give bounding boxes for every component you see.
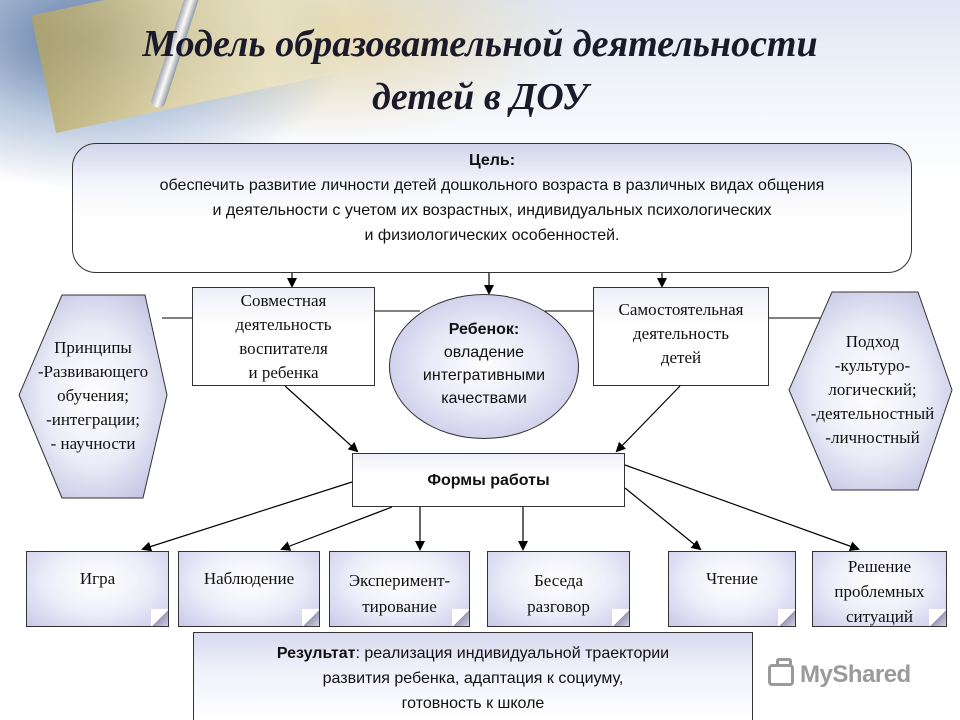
arrow-joint-to-forms [284, 385, 359, 453]
slide-title-line-1: Модель образовательной деятельности [142, 23, 818, 65]
arrow-forms-to-observation [280, 506, 393, 551]
card-experiment-line-2: тирование [362, 597, 437, 616]
approach-line-4: -деятельностный [810, 404, 935, 423]
arrow-forms-to-reading [624, 487, 702, 551]
watermark-text: MyShared [800, 661, 911, 688]
joint-line-2: деятельность [235, 315, 332, 334]
independent-activity-box: Самостоятельная деятельность детей [593, 287, 769, 386]
watermark: MyShared [768, 658, 911, 692]
forms-of-work-box: Формы работы [352, 453, 625, 507]
child-ellipse: Ребенок: овладение интегративными качест… [389, 294, 579, 439]
card-observation: Наблюдение [178, 551, 320, 627]
result-box: Результат: реализация индивидуальной тра… [193, 632, 753, 720]
approach-line-5: -личностный [825, 428, 920, 447]
result-line-2: развития ребенка, адаптация к социуму, [322, 670, 624, 687]
slide-title-line-2: детей в ДОУ [372, 76, 588, 118]
approach-line-1: Подход [845, 332, 900, 351]
joint-line-1: Совместная [240, 291, 327, 310]
page-curl-icon [151, 609, 168, 626]
independent-line-2: деятельность [633, 324, 729, 343]
result-label: Результат [276, 645, 356, 662]
independent-line-1: Самостоятельная [618, 300, 744, 319]
card-game: Игра [26, 551, 169, 627]
card-problems-line-1: Решение [847, 557, 912, 576]
joint-activity-box: Совместная деятельность воспитателя и ре… [192, 287, 375, 386]
goal-label: Цель: [468, 152, 516, 169]
independent-line-3: детей [660, 348, 702, 367]
card-experiment: Эксперимент- тирование [329, 551, 470, 627]
approach-line-3: логический; [828, 380, 917, 399]
arrow-independent-to-forms [615, 385, 681, 453]
page-curl-icon [929, 609, 946, 626]
card-problems: Решение проблемных ситуаций [812, 551, 947, 627]
child-label: Ребенок: [448, 321, 520, 338]
principles-line-3: обучения; [57, 386, 129, 405]
principles-text: Принципы -Развивающего обучения; -интегр… [22, 336, 164, 456]
arrow-forms-to-problems [624, 464, 860, 551]
result-line-1: Результат: реализация индивидуальной тра… [194, 641, 752, 666]
card-experiment-line-1: Эксперимент- [348, 571, 451, 590]
approach-text: Подход -культуро- логический; -деятельно… [790, 330, 955, 450]
page-curl-icon [452, 609, 469, 626]
card-problems-line-2: проблемных [834, 582, 925, 601]
approach-hexagon [788, 291, 953, 491]
goal-box: Цель: обеспечить развитие личности детей… [72, 143, 912, 273]
goal-line-3: и физиологических особенностей. [364, 227, 620, 244]
card-observation-line-1: Наблюдение [203, 569, 295, 588]
child-line-3: качествами [441, 390, 527, 407]
approach-line-2: -культуро- [834, 356, 911, 375]
principles-line-2: -Развивающего [37, 362, 149, 381]
principles-line-4: -интеграции; [46, 410, 140, 429]
card-reading: Чтение [668, 551, 796, 627]
page-curl-icon [612, 609, 629, 626]
result-line-3: готовность к школе [401, 695, 545, 712]
card-reading-line-1: Чтение [706, 569, 758, 588]
goal-line-2: и деятельности с учетом их возрастных, и… [212, 202, 772, 219]
arrow-forms-to-game [141, 481, 353, 552]
forms-label: Формы работы [427, 472, 550, 489]
card-talk: Беседа разговор [487, 551, 630, 627]
principles-hexagon [18, 294, 168, 499]
page-curl-icon [778, 609, 795, 626]
principles-line-5: - научности [50, 434, 136, 453]
principles-line-1: Принципы [54, 338, 132, 357]
page-curl-icon [302, 609, 319, 626]
joint-line-3: воспитателя [239, 339, 328, 358]
joint-line-4: и ребенка [248, 363, 319, 382]
card-problems-line-3: ситуаций [846, 607, 913, 626]
card-talk-line-2: разговор [527, 597, 590, 616]
card-talk-line-1: Беседа [534, 571, 583, 590]
goal-line-1: обеспечить развитие личности детей дошко… [159, 177, 825, 194]
briefcase-icon [768, 658, 794, 686]
card-game-line-1: Игра [79, 569, 116, 588]
child-line-2: интегративными [422, 367, 546, 384]
result-line-1-text: : реализация индивидуальной траектории [355, 645, 670, 662]
child-line-1: овладение [443, 344, 525, 361]
